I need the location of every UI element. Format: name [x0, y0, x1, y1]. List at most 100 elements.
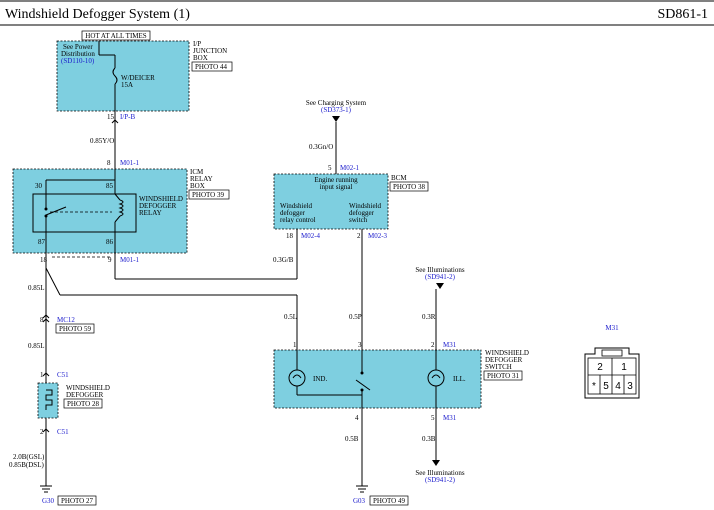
charging-see: See Charging System [306, 99, 367, 107]
defogger-name-1: WINDSHIELD [66, 384, 110, 392]
icm-pin-18: 18 [40, 256, 48, 264]
relay-name-3: RELAY [139, 209, 162, 217]
wire-085l-label-a: 0.85L [28, 284, 45, 292]
illum-bottom-arrow-icon [432, 460, 440, 466]
relay-name-2: DEFOGGER [139, 202, 177, 210]
see-power-distribution-text: Distribution [61, 50, 95, 58]
photo-49-label [369, 495, 409, 506]
fuse-name: W/DEICER [121, 74, 155, 82]
switch-ill-label: ILL. [453, 375, 466, 383]
photo-31-label [483, 370, 523, 381]
ip-junction-name-3: BOX [193, 54, 208, 62]
wire-03r-label: 0.3R [422, 313, 436, 321]
photo-59-text: PHOTO 59 [59, 325, 91, 333]
wire-05l-label: 0.5L [284, 313, 297, 321]
photo-39-text: PHOTO 39 [192, 191, 224, 199]
m31-pin-5: 5 [603, 381, 609, 392]
ip-junction-box [56, 40, 190, 112]
illum-top-ref: (SD941-2) [425, 273, 456, 281]
wire-085l-label-b: 0.85L [28, 342, 45, 350]
defogger-pin-1: 1 [40, 371, 44, 379]
bcm-conn-right: M02-3 [368, 232, 388, 240]
relay-pin-30: 30 [35, 182, 43, 190]
diagram-title: Windshield Defogger System (1) [5, 7, 190, 22]
bcm-pin-2: 2 [357, 232, 361, 240]
wire-03b-label: 0.3B [422, 435, 436, 443]
charging-ref: (SD373-1) [321, 106, 352, 114]
bcm-pin-18: 18 [286, 232, 294, 240]
photo-38-label [389, 181, 429, 192]
ip-conn-ipb: I/P-B [120, 113, 136, 121]
relay-body [32, 193, 137, 233]
switch-pin-4: 4 [355, 414, 359, 422]
switch-pin-2: 2 [431, 341, 435, 349]
windshield-defogger-switch [273, 349, 482, 409]
icm-name-1: ICM [190, 168, 204, 176]
hot-at-all-times-label [81, 30, 151, 41]
switch-contact-top [360, 371, 364, 375]
m31-pin-1: 1 [621, 362, 627, 373]
see-power-text: See Power [63, 43, 93, 51]
photo-49-text: PHOTO 49 [373, 497, 405, 505]
mc12-chevron [42, 314, 50, 323]
icm-pin-8: 8 [107, 159, 111, 167]
photo-27-text: PHOTO 27 [61, 497, 93, 505]
switch-pin-5: 5 [431, 414, 435, 422]
photo-28-label [63, 398, 103, 409]
c51-chevron-bottom [42, 428, 50, 433]
bcm-right-3: switch [349, 216, 368, 224]
mc12-pin: 8 [40, 316, 44, 324]
switch-name-2: DEFOGGER [485, 356, 523, 364]
wire-ground-label-2: 0.85B(DSL) [9, 461, 44, 469]
g03-name: G03 [353, 497, 366, 505]
switch-pin-1: 1 [293, 341, 297, 349]
illum-bottom-see: See Illuminations [415, 469, 464, 477]
bcm-left-1: Windshield [280, 202, 312, 210]
wire-03gno-label: 0.3Gn/O [309, 143, 333, 151]
defogger-name-2: DEFOGGER [66, 391, 104, 399]
wire-ground-label-1: 2.0B(GSL) [13, 453, 45, 461]
wire-03gb-label: 0.3G/B [273, 256, 294, 264]
relay-pin-86: 86 [106, 238, 114, 246]
photo-38-text: PHOTO 38 [393, 183, 425, 191]
ip-junction-name-1: I/P [193, 40, 201, 48]
ip-pin-15: 15 [107, 113, 115, 121]
photo-27-label [57, 495, 97, 506]
fuse-symbol [112, 67, 118, 85]
switch-contact-icon [355, 379, 371, 391]
defogger-conn-1: C51 [57, 371, 69, 379]
hot-at-all-times-text: HOT AT ALL TIMES [85, 32, 146, 40]
photo-31-text: PHOTO 31 [487, 372, 519, 380]
fuse-rating: 15A [121, 81, 133, 89]
contact-dot-a [44, 207, 48, 211]
m31-pin-4: 4 [615, 381, 621, 392]
bcm-engine-1: Engine running [314, 176, 358, 184]
switch-ind-label: IND. [313, 375, 327, 383]
switch-conn-bottom: M31 [443, 414, 457, 422]
c51-chevron-top [42, 372, 50, 377]
bcm-pin-5: 5 [328, 164, 332, 172]
switch-name-1: WINDSHIELD [485, 349, 529, 357]
wire-05l-a [45, 267, 61, 296]
coil-lead-top [114, 193, 121, 201]
defogger-pin-2: 2 [40, 428, 44, 436]
relay-switch-arm [45, 206, 67, 216]
ind-filament [292, 374, 302, 379]
m31-pin-3: 3 [627, 381, 633, 392]
switch-conn-top: M31 [443, 341, 457, 349]
m31-pin-2: 2 [597, 362, 603, 373]
icm-pin-9: 9 [108, 256, 112, 264]
bcm-name: BCM [391, 174, 407, 182]
bcm-right-1: Windshield [349, 202, 381, 210]
illum-top-arrow-icon [436, 283, 444, 289]
illum-bottom-ref: (SD941-2) [425, 476, 456, 484]
icm-relay-box [12, 168, 188, 254]
mc12-conn: MC12 [57, 316, 75, 324]
bcm-box [273, 173, 389, 230]
bcm-engine-2: input signal [320, 183, 353, 191]
photo-59-label [55, 323, 95, 334]
bcm-conn-top: M02-1 [340, 164, 360, 172]
icm-conn-bottom: M01-1 [120, 256, 140, 264]
bcm-conn-left: M02-4 [301, 232, 321, 240]
wire-085yo-label: 0.85Y/O [90, 137, 114, 145]
